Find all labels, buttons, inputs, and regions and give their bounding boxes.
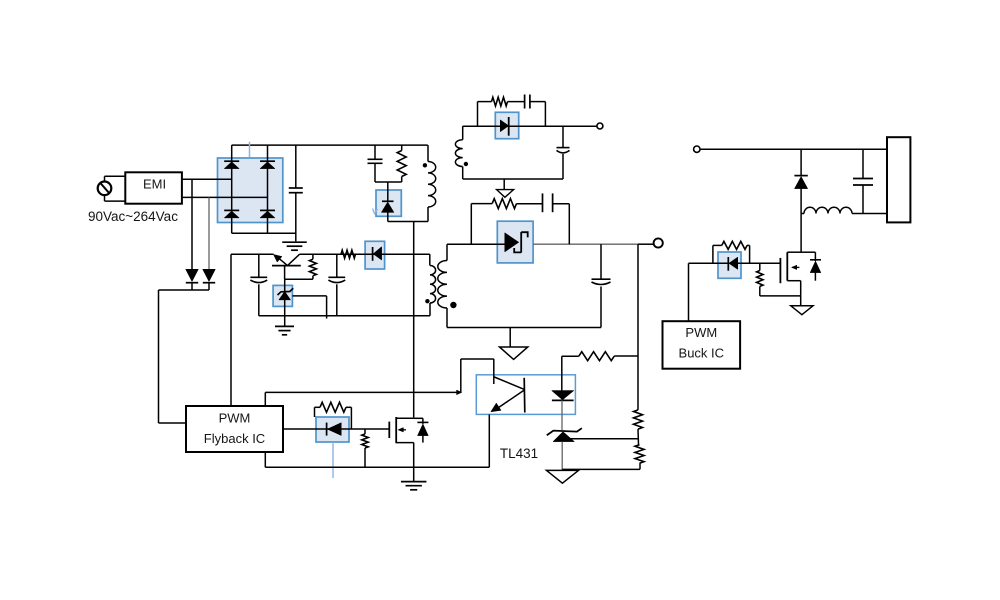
svg-text:TL431: TL431 xyxy=(500,446,538,461)
svg-text:90Vac~264Vac: 90Vac~264Vac xyxy=(88,209,178,224)
svg-text:PWM: PWM xyxy=(219,410,251,425)
svg-text:PWM: PWM xyxy=(685,325,717,340)
svg-text:EMI: EMI xyxy=(143,177,166,192)
svg-text:Flyback IC: Flyback IC xyxy=(204,431,265,446)
svg-text:Buck IC: Buck IC xyxy=(679,345,725,360)
